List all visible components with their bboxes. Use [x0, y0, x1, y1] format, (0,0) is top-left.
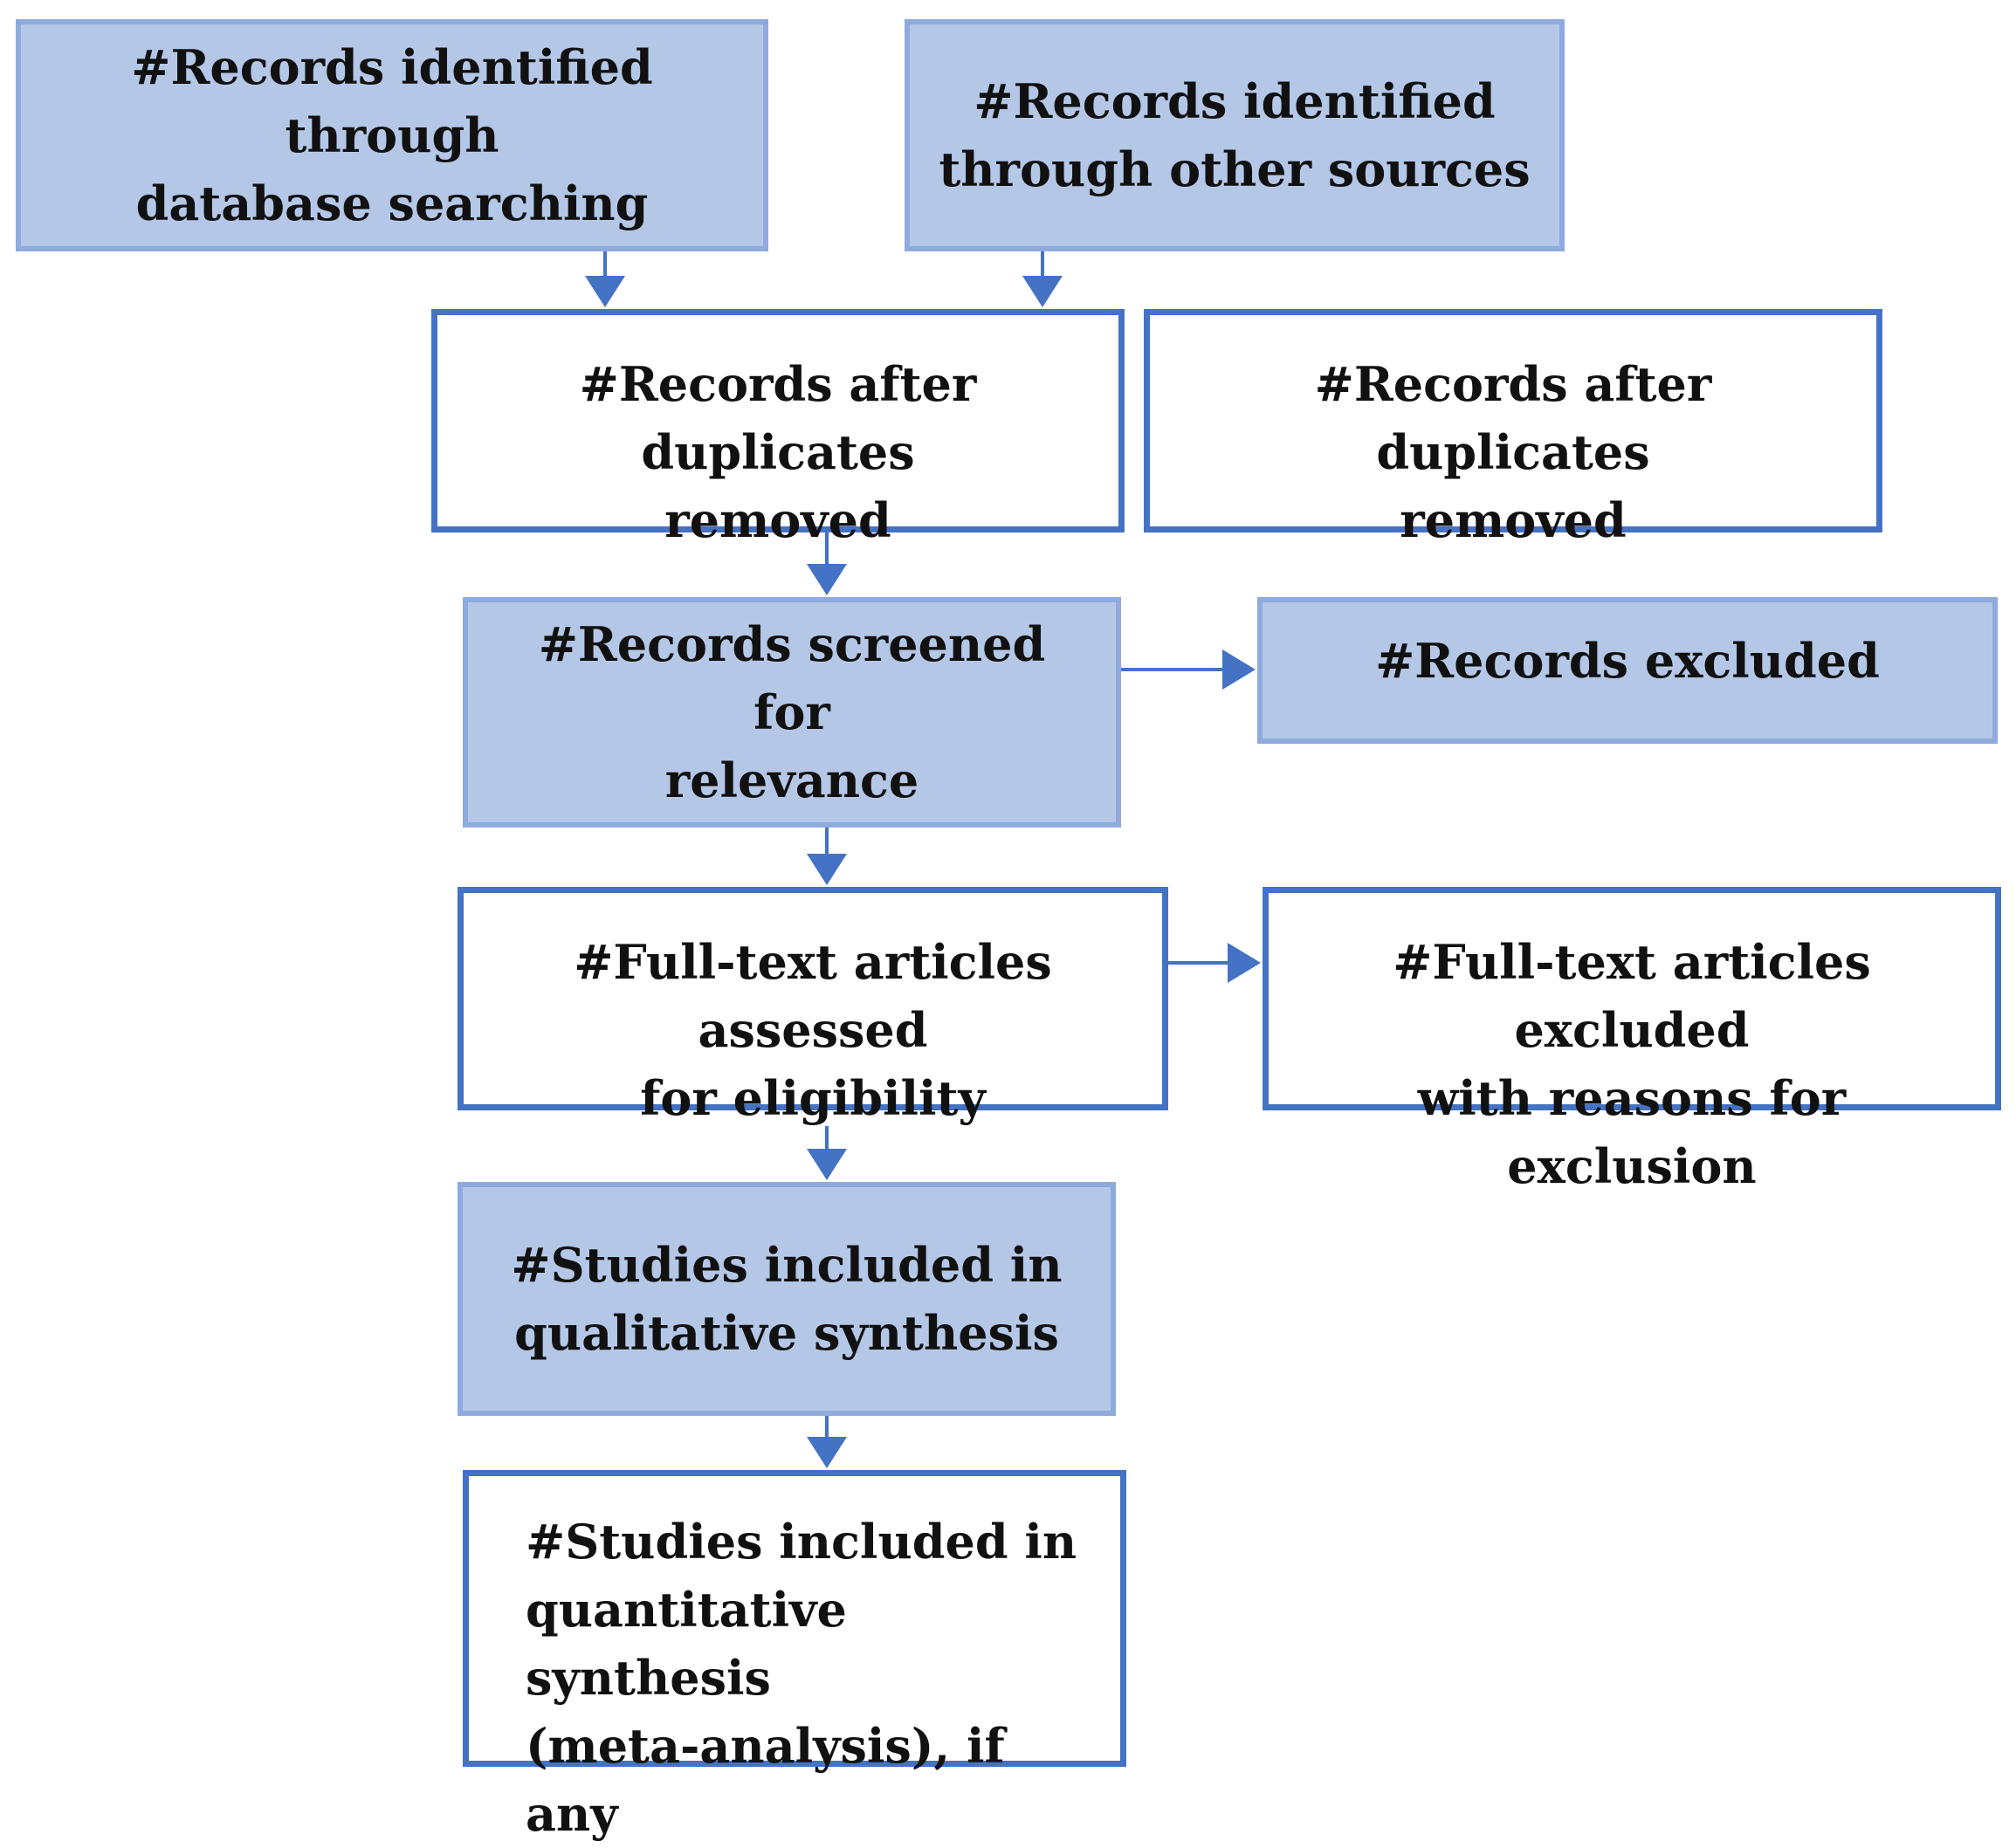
records-excluded-label: #Records excluded [1375, 633, 1880, 689]
arrowhead-other-to-dup [1022, 276, 1063, 307]
records-duplicates-removed-left-box: #Records after duplicates removed [431, 309, 1125, 548]
records-duplicates-removed-left-label: #Records after duplicates removed [579, 356, 977, 548]
records-excluded-box: #Records excluded [1257, 597, 1998, 744]
fulltext-assessed-box: #Full-text articles assessed for eligibi… [458, 887, 1168, 1126]
arrowhead-screened-to-fulltext [807, 854, 847, 885]
records-screened-label: #Records screened for relevance [538, 616, 1046, 808]
records-database-searching-label: #Records identified through database sea… [131, 39, 653, 231]
records-database-searching-box: #Records identified through database sea… [16, 19, 768, 251]
records-other-sources-label: #Records identified through other source… [939, 73, 1531, 197]
fulltext-assessed-label: #Full-text articles assessed for eligibi… [574, 934, 1052, 1126]
arrowhead-fulltext-to-qualitative [807, 1149, 847, 1180]
arrowhead-qualitative-to-quantitative [807, 1437, 847, 1468]
studies-quantitative-box: #Studies included in quantitative synthe… [463, 1470, 1126, 1842]
records-duplicates-removed-right-label: #Records after duplicates removed [1314, 356, 1712, 548]
arrowhead-screened-to-excluded [1222, 649, 1256, 690]
fulltext-excluded-label: #Full-text articles excluded with reason… [1393, 934, 1871, 1194]
studies-qualitative-box: #Studies included in qualitative synthes… [458, 1182, 1116, 1416]
arrowhead-db-to-dup [585, 276, 625, 307]
studies-qualitative-label: #Studies included in qualitative synthes… [511, 1237, 1063, 1361]
arrowhead-fulltext-to-excluded [1228, 943, 1261, 983]
studies-quantitative-label: #Studies included in quantitative synthe… [526, 1514, 1077, 1842]
records-screened-box: #Records screened for relevance [463, 597, 1121, 828]
records-other-sources-box: #Records identified through other source… [905, 19, 1565, 251]
arrowhead-dup-to-screened [807, 564, 847, 595]
fulltext-excluded-box: #Full-text articles excluded with reason… [1263, 887, 2001, 1194]
records-duplicates-removed-right-box: #Records after duplicates removed [1144, 309, 1882, 548]
